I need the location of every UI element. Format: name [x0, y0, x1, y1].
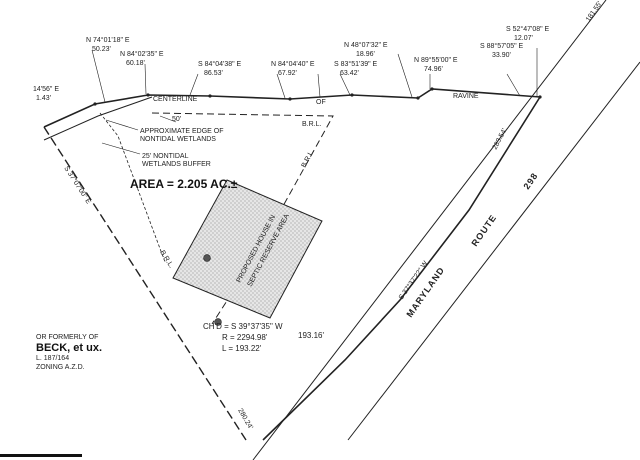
course-4-bearing: N 84°04'40" E: [271, 60, 315, 68]
course-1-bearing: N 74°01'18" E: [86, 36, 130, 44]
owner-line-3: L. 187/164: [36, 355, 69, 362]
course-8-bearing: S 88°57'05" E: [480, 42, 524, 50]
road-distance-bottom: 280.24': [236, 408, 253, 431]
curve-chord: CH'D = S 39°37'35" W: [203, 322, 283, 331]
course-7-distance: 74.96': [424, 66, 443, 73]
area-label: AREA = 2.205 AC.±: [130, 177, 238, 191]
scale-bar: [0, 454, 82, 457]
boundary-vertices: [93, 87, 542, 106]
wetlands-buffer-2: WETLANDS BUFFER: [142, 161, 211, 168]
well-marker: [203, 254, 211, 262]
west-line-bearing: S 37°07'00" E: [62, 165, 92, 206]
west-line-distance: 193.16': [298, 331, 324, 340]
label-leaders: [91, 48, 538, 103]
road-number: 298: [521, 171, 540, 192]
owner-line-1: OR FORMERLY OF: [36, 334, 98, 341]
curve-length: L = 193.22': [222, 344, 262, 353]
owner-line-4: ZONING A.Z.D.: [36, 364, 85, 371]
course-6-bearing: N 48°07'32" E: [344, 41, 388, 49]
course-5-distance: 63.42': [340, 70, 359, 77]
wetlands-edge-1: APPROXIMATE EDGE OF: [140, 128, 224, 135]
brl-south: B.R.L.: [158, 249, 174, 269]
east-boundary: [262, 96, 541, 441]
stream-ravine: RAVINE: [453, 93, 479, 100]
course-5-bearing: S 83°51'39" E: [334, 60, 378, 68]
partial-course-distance: 1.43': [36, 95, 51, 102]
course-3-distance: 86.53': [204, 70, 223, 77]
leader-2: [101, 142, 141, 155]
proposed-house-footprint: [172, 179, 323, 319]
west-boundary: [43, 126, 247, 441]
ravine-branch: [43, 96, 153, 141]
wetlands-buffer-1: 25' NONTIDAL: [142, 153, 189, 160]
stream-of: OF: [316, 99, 326, 106]
leader-3: [159, 115, 177, 123]
stream-centerline: CENTERLINE: [153, 96, 198, 103]
septic-marker: [214, 318, 222, 326]
wetlands-edge-2: NONTIDAL WETLANDS: [140, 136, 216, 143]
course-2-distance: 60.18': [126, 60, 145, 67]
curve-radius: R = 2294.98': [222, 333, 268, 342]
course-2-bearing: N 84°02'35" E: [120, 50, 164, 58]
road-distance-top: 181.55': [585, 0, 604, 23]
course-1-distance: 50.23': [92, 46, 111, 53]
course-6-distance: 18.96': [356, 51, 375, 58]
road-name-2: ROUTE: [469, 213, 498, 249]
road-edge-2: [347, 61, 640, 441]
leader-1: [105, 119, 139, 131]
brl-north: B.R.L.: [302, 121, 322, 128]
boundary-courses: 14'56" E 1.43' N 74°01'18" E 50.23' N 84…: [33, 25, 550, 102]
building-restriction-line: [151, 112, 334, 325]
course-7-bearing: N 89°55'00" E: [414, 56, 458, 64]
linework: [43, 0, 640, 460]
course-4-distance: 67.92': [278, 70, 297, 77]
course-9-distance: 12.07': [514, 35, 533, 42]
road-frontage-distance: 283.54': [492, 128, 509, 151]
brl-east: B.R.L.: [301, 148, 316, 169]
course-3-bearing: S 84°04'38" E: [198, 60, 242, 68]
partial-course-bearing: 14'56" E: [33, 86, 59, 93]
owner-line-2: BECK, et ux.: [36, 342, 102, 354]
road-name-1: MARYLAND: [404, 265, 446, 319]
course-8-distance: 33.90': [492, 52, 511, 59]
road-edge-1: [252, 0, 607, 460]
course-9-bearing: S 52°47'08" E: [506, 25, 550, 33]
setback-fifty: 50': [172, 116, 181, 123]
